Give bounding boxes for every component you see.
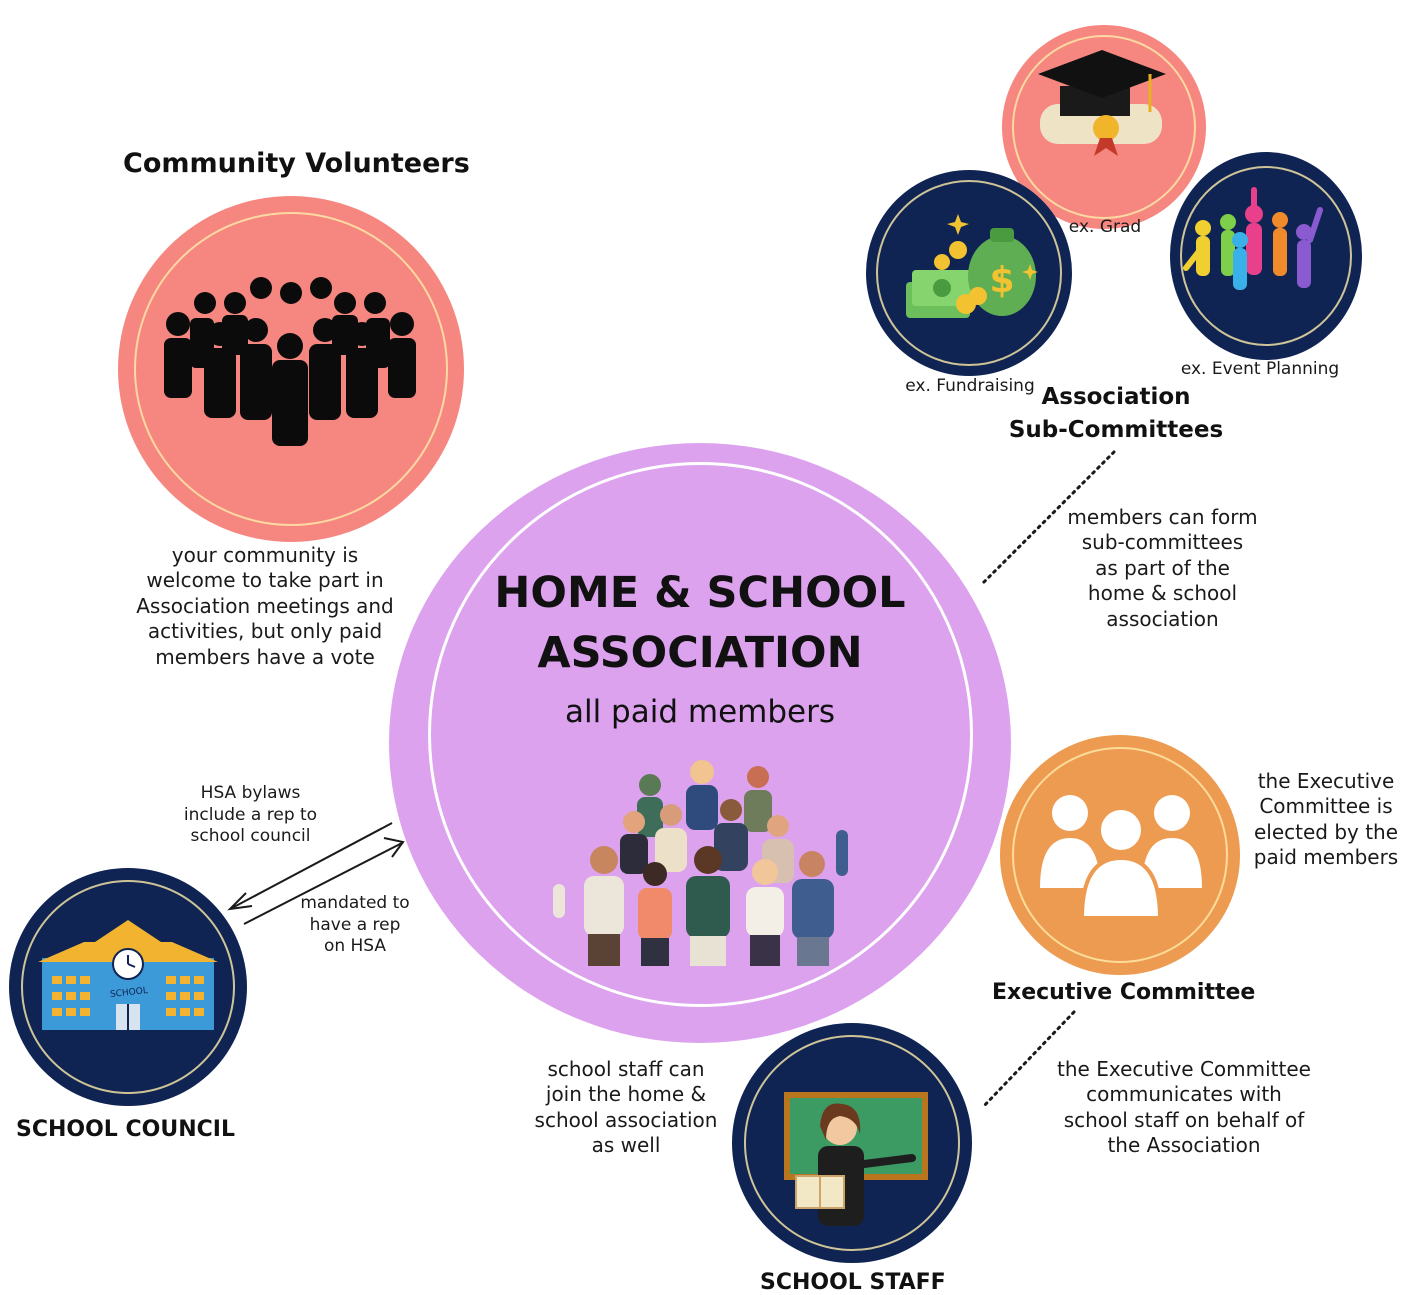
fundraising-label: ex. Fundraising [905, 376, 1035, 396]
hsa-inner-ring [428, 462, 973, 1007]
subcommittees-caption: members can form sub-committees as part … [1067, 505, 1258, 631]
subcommittees-heading-line1: Association [1041, 384, 1191, 410]
school-staff-caption: school staff can join the home & school … [534, 1057, 718, 1158]
school-council-heading: SCHOOL COUNCIL [16, 1117, 235, 1142]
arrow-to-council-head [227, 892, 253, 911]
arrow-to-hsa-line [243, 842, 403, 925]
community-volunteers-heading: Community Volunteers [123, 148, 470, 179]
community-inner-ring [134, 212, 448, 526]
svg-text:$: $ [989, 260, 1014, 301]
arrow-to-hsa-head [383, 837, 405, 858]
executive-committee-heading: Executive Committee [992, 980, 1256, 1005]
arrow-to-council-line [231, 822, 393, 909]
subcommittees-heading-line2: Sub-Committees [1008, 417, 1224, 443]
executive-staff-dotted-connector [980, 1010, 1076, 1110]
event-planning-inner-ring [1180, 166, 1352, 346]
school-council-inner-ring [21, 880, 235, 1094]
executive-committee-caption: the Executive Committee is elected by th… [1253, 769, 1399, 870]
hsa-subtitle: all paid members [564, 694, 835, 730]
school-staff-heading: SCHOOL STAFF [760, 1270, 946, 1295]
hsa-title-line1: HOME & SCHOOL [494, 568, 906, 618]
grad-label: ex. Grad [1068, 217, 1142, 237]
event-planning-label: ex. Event Planning [1180, 359, 1340, 379]
community-volunteers-caption: your community is welcome to take part i… [136, 543, 394, 669]
arrow-bottom-caption: mandated to have a rep on HSA [300, 893, 410, 957]
grad-inner-ring [1012, 35, 1196, 219]
subcommittee-dotted-connector [980, 450, 1116, 586]
hsa-title-line2: ASSOCIATION [537, 628, 863, 678]
fundraising-inner-ring [876, 180, 1062, 366]
executive-staff-caption: the Executive Committee communicates wit… [1057, 1057, 1311, 1158]
arrow-top-caption: HSA bylaws include a rep to school counc… [183, 783, 318, 847]
school-staff-inner-ring [744, 1035, 960, 1251]
executive-inner-ring [1012, 747, 1228, 963]
